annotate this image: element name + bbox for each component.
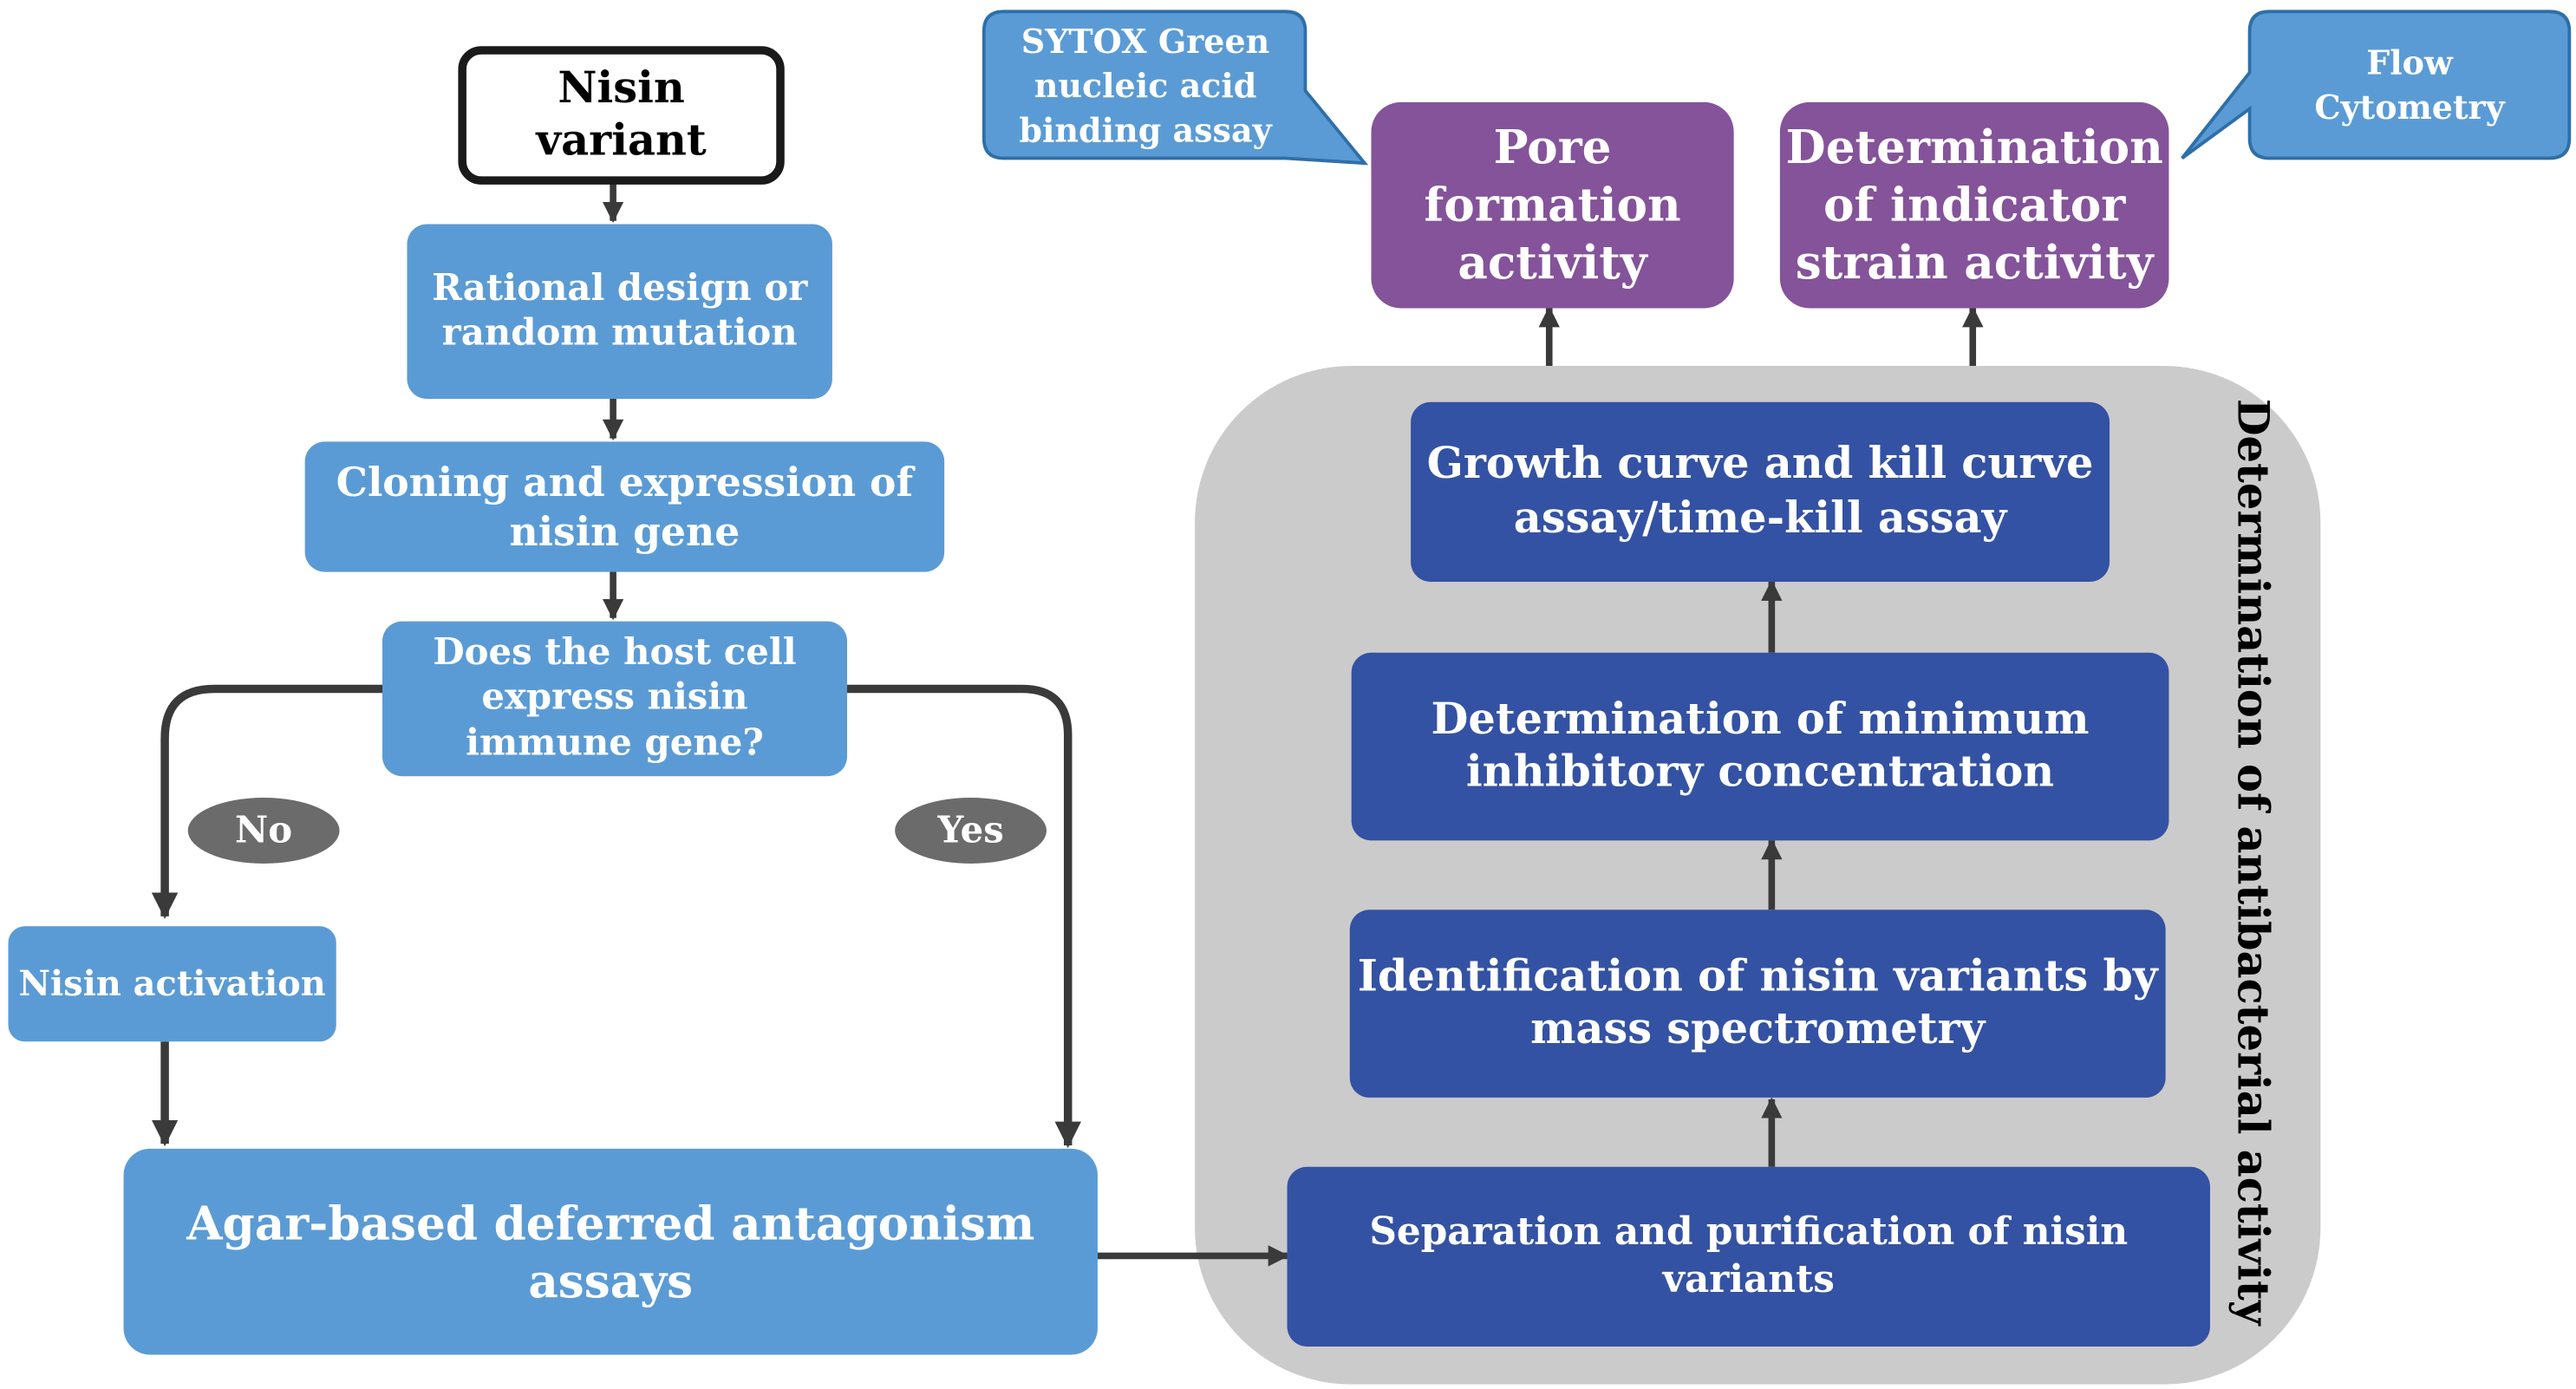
indicator-strain-label: Determination of indicator strain activi… [1785,120,2163,290]
callout-sytox-shape [981,10,1369,166]
flow-cytometry-callout: Flow Cytometry [2254,13,2564,158]
growth-kill-curve-label: Growth curve and kill curve assay/time-k… [1426,440,2094,544]
cloning-expression-label: Cloning and expression of nisin gene [336,457,914,555]
host-cell-question-node: Does the host cell express nisin immune … [382,621,848,777]
nisin-variant-label: Nisin variant [536,63,707,166]
sytox-callout-label: SYTOX Green nucleic acid binding assay [1019,20,1272,150]
growth-kill-curve-node: Growth curve and kill curve assay/time-k… [1411,401,2110,582]
agar-assay-node: Agar-based deferred antagonism assays [123,1148,1098,1355]
sytox-callout: SYTOX Green nucleic acid binding assay [988,13,1301,158]
nisin-activation-node: Nisin activation [8,926,336,1042]
antibacterial-panel [1195,365,2321,1385]
separation-purification-node: Separation and purification of nisin var… [1287,1166,2210,1347]
separation-purification-label: Separation and purification of nisin var… [1369,1209,2129,1301]
no-branch-text: No [235,809,293,852]
flow-cytometry-callout-label: Flow Cytometry [2314,42,2505,127]
agar-assay-label: Agar-based deferred antagonism assays [186,1196,1035,1308]
callout-flow-shape [2181,10,2572,160]
mass-spectrometry-label: Identification of nisin variants by mass… [1357,951,2158,1055]
yes-branch-label: Yes [895,797,1047,864]
no-branch-label: No [187,797,340,864]
host-cell-question-label: Does the host cell express nisin immune … [433,630,797,765]
nisin-activation-label: Nisin activation [18,962,326,1004]
mass-spectrometry-node: Identification of nisin variants by mass… [1349,910,2166,1098]
pore-formation-label: Pore formation activity [1424,120,1681,290]
arrow-question-yes-branch [844,684,1081,1149]
arrow-question-no-branch [151,684,386,919]
cloning-expression-node: Cloning and expression of nisin gene [304,441,945,572]
antibacterial-panel-title: Determination of antibacterial activity [2226,398,2277,1326]
minimum-inhibitory-node: Determination of minimum inhibitory conc… [1351,652,2169,841]
minimum-inhibitory-label: Determination of minimum inhibitory conc… [1431,694,2090,798]
indicator-strain-node: Determination of indicator strain activi… [1779,101,2169,309]
nisin-variant-node: Nisin variant [458,46,785,185]
rational-design-node: Rational design or random mutation [407,224,832,399]
rational-design-label: Rational design or random mutation [432,265,808,355]
yes-branch-text: Yes [937,809,1004,852]
pore-formation-node: Pore formation activity [1371,101,1734,309]
